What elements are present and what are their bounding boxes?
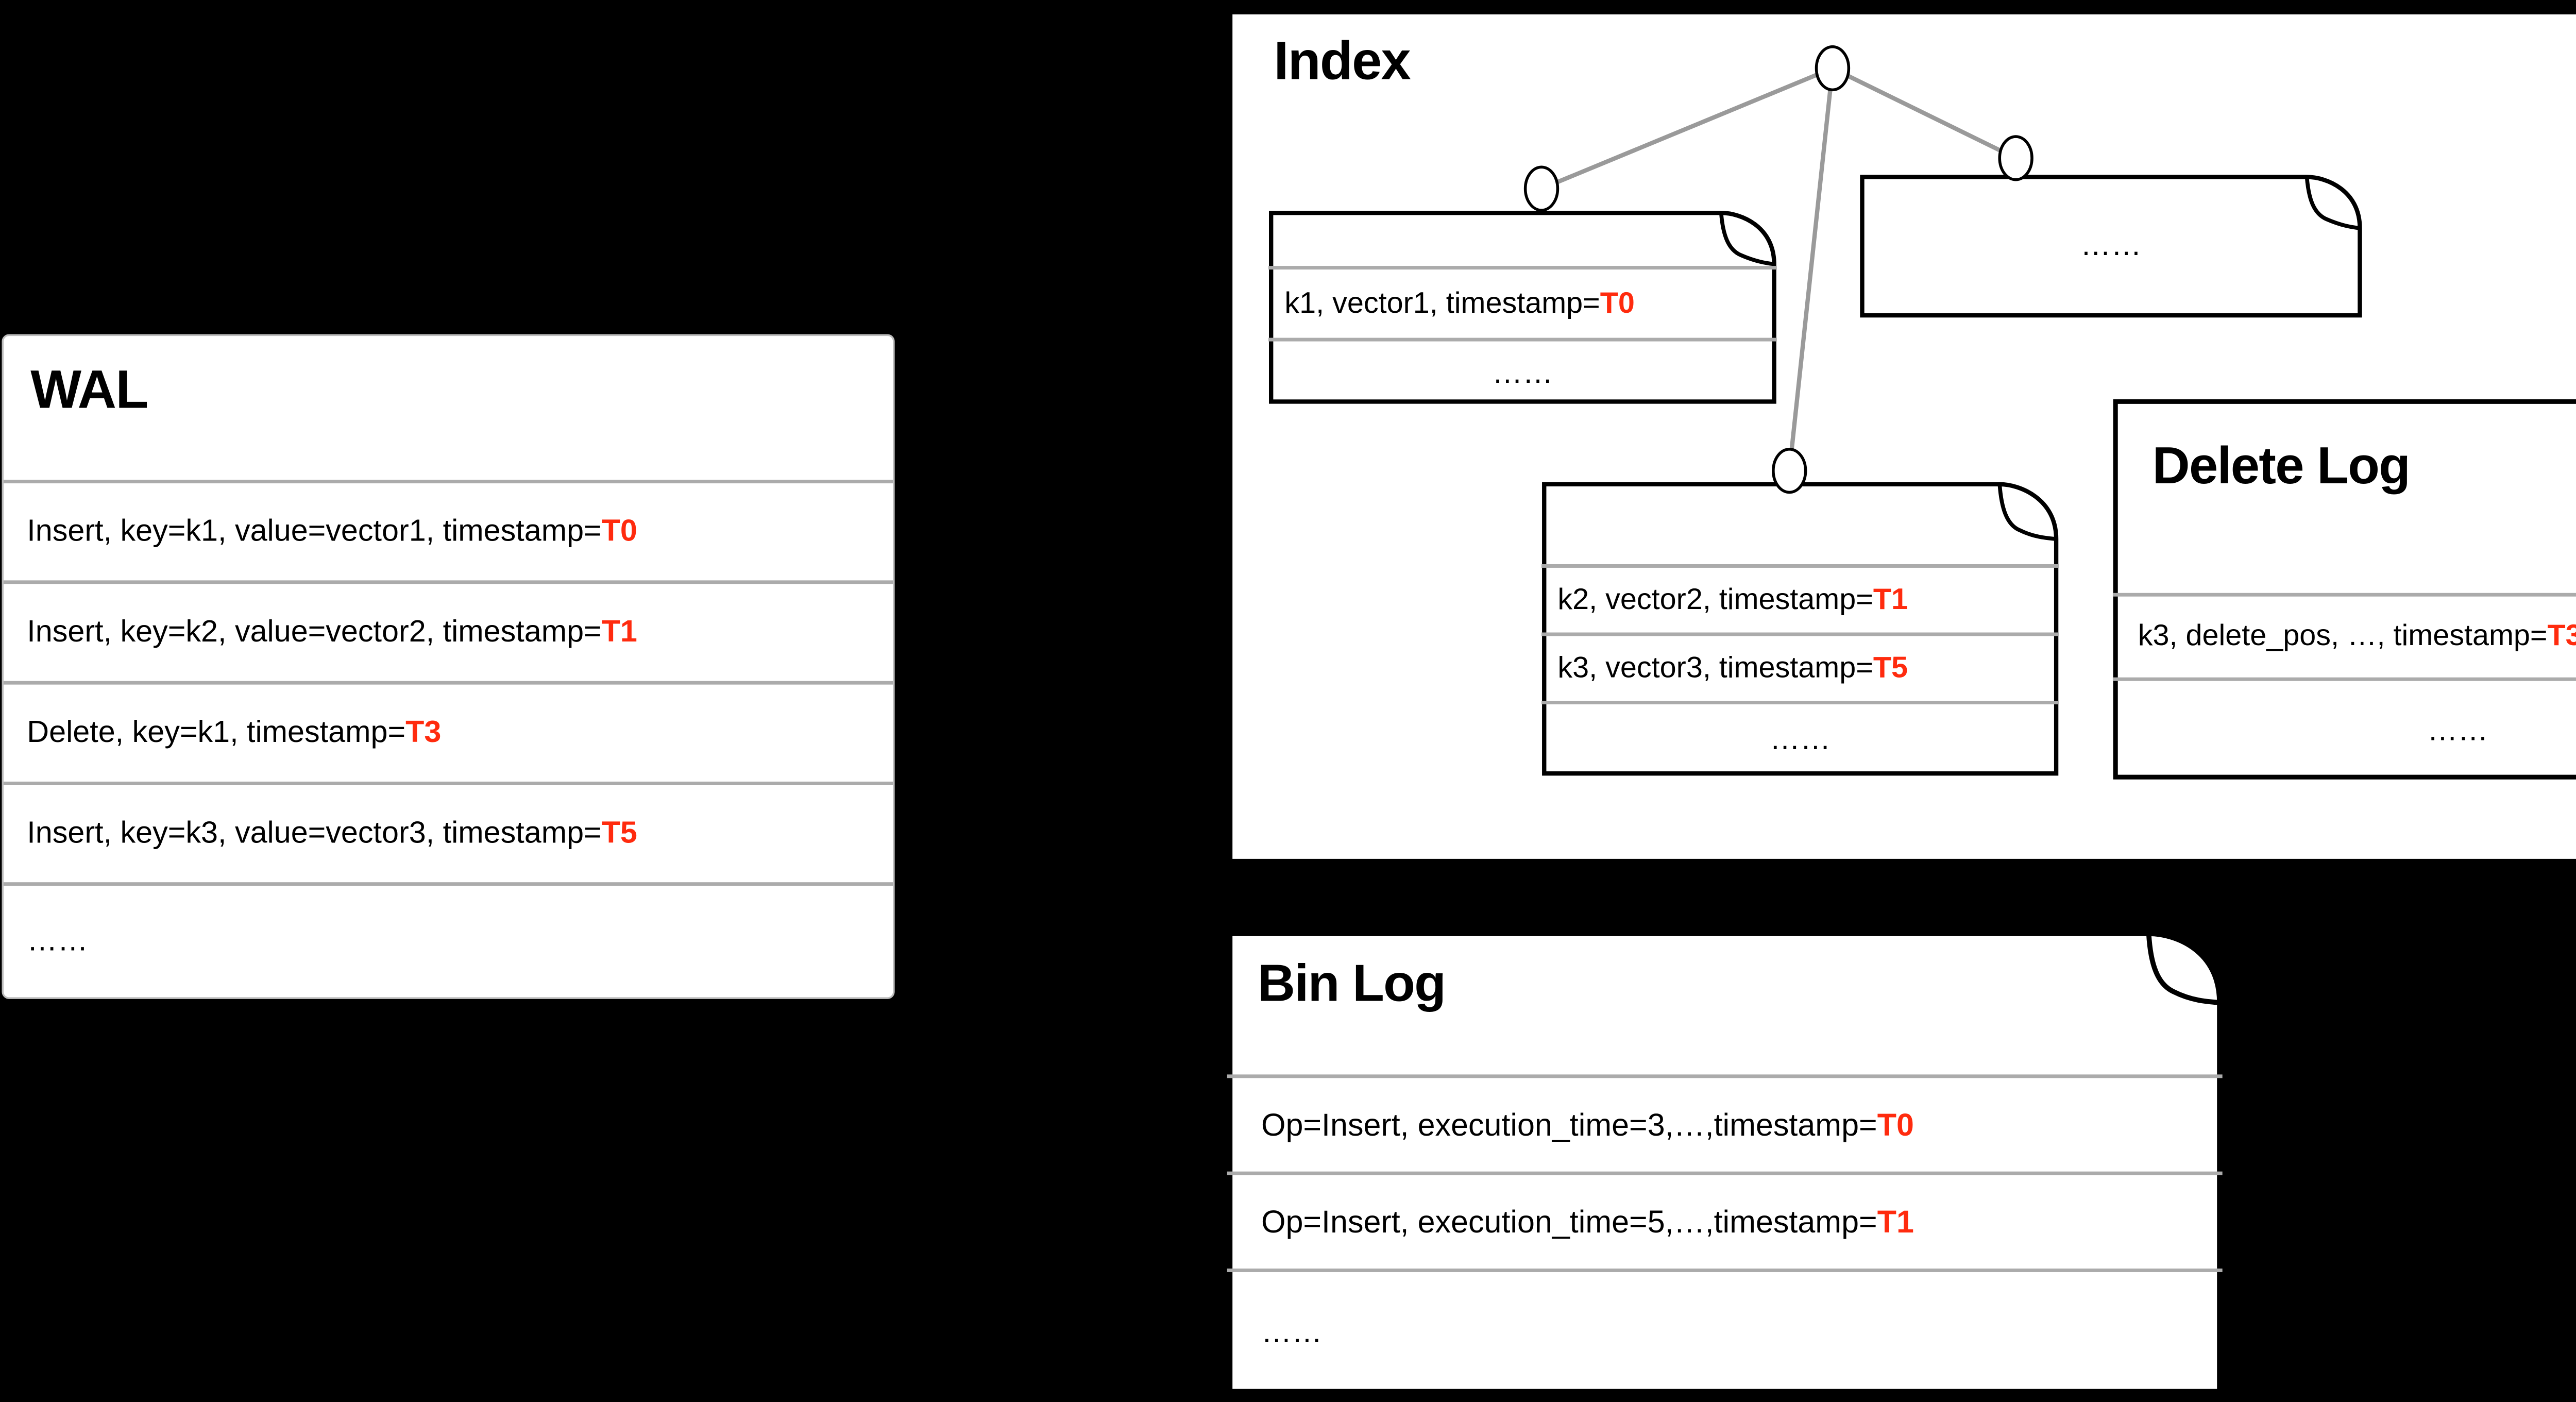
document-fold-corner [2304,177,2360,230]
document-shape [1227,931,2223,1395]
document-rows: …… [1859,174,2362,318]
index-entry-text: k2, vector2, timestamp= [1557,583,1873,616]
document-rows: k1, vector1, timestamp=T0 …… [1268,210,1777,404]
index-entry-ellipsis: …… [1541,701,2059,776]
bin-log-entry-timestamp: T0 [1877,1106,1914,1142]
document-fold-corner [2146,933,2220,1005]
delete-log-title: Delete Log [2152,438,2411,496]
wal-row-text: Insert, key=k2, value=vector2, timestamp… [27,614,602,649]
index-segment-doc-k1: k1, vector1, timestamp=T0 …… [1268,210,1777,404]
bin-log-ellipsis: …… [1227,1268,2223,1394]
document-shape [1860,175,2362,318]
tree-node-right [1998,135,2033,181]
ellipsis-text: …… [1261,1315,1323,1349]
document-header-band [1541,482,2059,564]
document-shape [1269,211,1776,404]
document-fold-corner [1719,212,1775,266]
wal-row-timestamp: T0 [601,514,637,548]
document-outline [2113,399,2576,780]
document-fold-corner [1997,484,2057,541]
delete-log-entry-text: k3, delete_pos, …, timestamp= [2138,620,2548,652]
document-header-band [1268,210,1777,266]
wal-row-insert-k1: Insert, key=k1, value=vector1, timestamp… [3,480,893,580]
wal-row-delete-k1: Delete, key=k1, timestamp=T3 [3,681,893,782]
wal-title: WAL [30,361,148,421]
index-entry-k1: k1, vector1, timestamp=T0 [1268,266,1777,337]
index-entry-text: k1, vector1, timestamp= [1284,286,1600,319]
ellipsis-text: …… [1492,354,1553,389]
tree-edge-root-middle [1787,68,1835,471]
wal-row-text: Insert, key=k1, value=vector1, timestamp… [27,514,602,548]
delete-log-entry-timestamp: T3 [2547,620,2576,652]
index-entry-k3: k3, vector3, timestamp=T5 [1541,632,2059,701]
bin-log-entry-text: Op=Insert, execution_time=5,…,timestamp= [1261,1203,1877,1239]
bin-log-entry-2: Op=Insert, execution_time=5,…,timestamp=… [1227,1171,2223,1269]
wal-row-text: Delete, key=k1, timestamp= [27,715,406,750]
bin-log-entry-1: Op=Insert, execution_time=3,…,timestamp=… [1227,1074,2223,1171]
index-panel: Index k1, vector1, timestamp=T0 …… [1232,14,2576,859]
document-rows: Bin Log Op=Insert, execution_time=3,…,ti… [1227,931,2223,1394]
delete-log-doc: Delete Log k3, delete_pos, …, timestamp=… [2112,399,2576,780]
index-title: Index [1274,32,1411,92]
tree-edge-root-left [1540,66,1834,191]
tree-node-left [1523,165,1560,212]
wal-row-timestamp: T1 [601,614,637,649]
index-entry-timestamp: T5 [1873,651,1908,684]
ellipsis-text: …… [1769,722,1831,757]
document-rows: k2, vector2, timestamp=T1 k3, vector3, t… [1541,482,2059,776]
index-entry-timestamp: T0 [1600,286,1635,319]
wal-row-text: Insert, key=k3, value=vector3, timestamp… [27,816,602,850]
bin-log-title: Bin Log [1258,956,1446,1014]
bin-log-doc: Bin Log Op=Insert, execution_time=3,…,ti… [1227,931,2223,1395]
index-entry-text: k3, vector3, timestamp= [1557,651,1873,684]
tree-edge-root-right [1832,66,2017,160]
wal-row-insert-k3: Insert, key=k3, value=vector3, timestamp… [3,781,893,882]
index-entry-ellipsis: …… [1859,174,2362,318]
tree-node-root [1815,45,1851,92]
index-segment-doc-k2-k3: k2, vector2, timestamp=T1 k3, vector3, t… [1541,482,2059,776]
delete-log-entry: k3, delete_pos, …, timestamp=T3 [2112,593,2576,678]
wal-row-ellipsis: …… [3,882,893,997]
index-entry-k2: k2, vector2, timestamp=T1 [1541,564,2059,633]
index-segment-doc-more: …… [1859,174,2362,318]
document-rows: Delete Log k3, delete_pos, …, timestamp=… [2112,399,2576,780]
ellipsis-text: …… [2080,228,2142,263]
index-entry-ellipsis: …… [1268,337,1777,404]
wal-box: WAL Insert, key=k1, value=vector1, times… [2,334,895,999]
document-shape [2113,399,2576,780]
bin-log-entry-text: Op=Insert, execution_time=3,…,timestamp= [1261,1106,1877,1142]
wal-ellipsis-text: …… [27,923,88,958]
bin-log-entry-timestamp: T1 [1877,1203,1914,1239]
wal-row-timestamp: T5 [601,816,637,850]
wal-row-insert-k2: Insert, key=k2, value=vector2, timestamp… [3,580,893,681]
index-entry-timestamp: T1 [1873,583,1908,616]
delete-log-ellipsis: …… [2112,677,2576,780]
ellipsis-text: …… [2427,712,2488,747]
wal-row-timestamp: T3 [405,715,442,750]
